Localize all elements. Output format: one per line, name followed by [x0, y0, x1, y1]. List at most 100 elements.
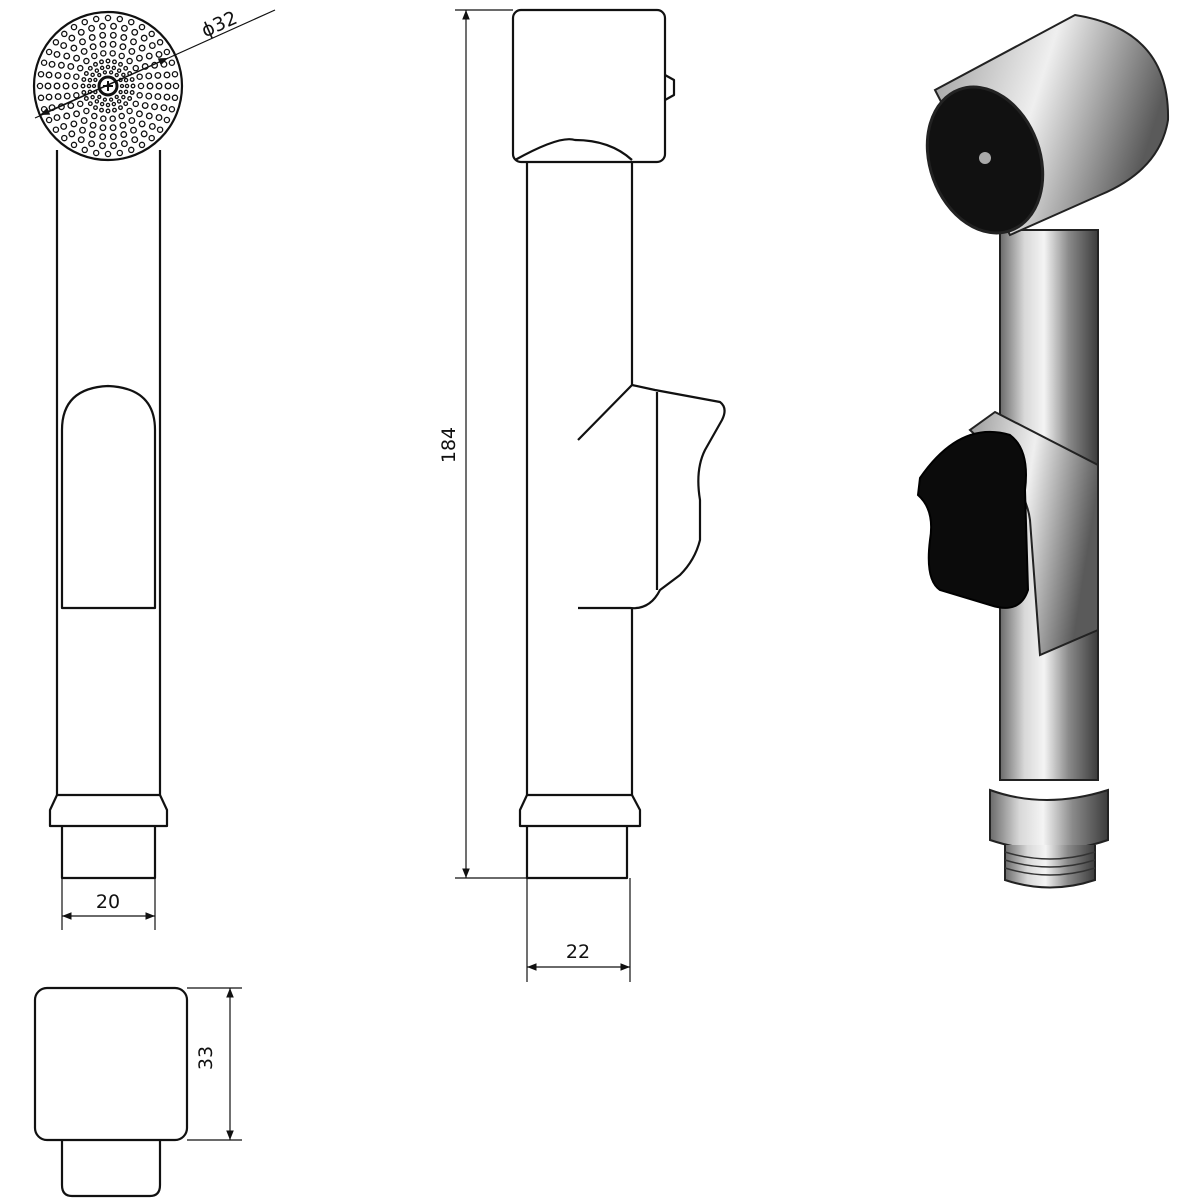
spray-hole — [148, 30, 155, 38]
spray-hole — [45, 93, 53, 101]
spray-hole — [146, 82, 154, 90]
spray-hole — [132, 64, 140, 72]
spray-hole — [89, 121, 97, 129]
side-view: 184 22 — [438, 8, 726, 982]
spray-hole — [87, 77, 93, 83]
spray-hole — [171, 94, 179, 102]
spray-hole — [118, 105, 123, 111]
spray-hole — [63, 52, 71, 60]
spray-hole — [91, 112, 98, 120]
spray-hole — [89, 43, 97, 51]
spray-hole — [37, 70, 45, 78]
spray-hole — [123, 65, 129, 71]
spray-hole — [148, 122, 156, 130]
spray-hole — [99, 31, 107, 39]
spray-hole — [155, 82, 163, 90]
spray-hole — [120, 140, 128, 148]
spray-hole — [77, 28, 85, 36]
spray-hole — [99, 65, 105, 71]
spray-hole — [111, 65, 117, 71]
spray-hole — [154, 93, 162, 101]
spray-hole — [129, 90, 135, 95]
spray-hole — [156, 39, 164, 46]
spray-hole — [61, 30, 68, 38]
spray-hole — [163, 93, 171, 101]
spray-hole — [54, 71, 62, 79]
spray-hole — [93, 61, 98, 67]
bottom-view: 33 — [33, 986, 242, 1198]
spray-hole — [138, 44, 146, 52]
spray-hole — [135, 54, 143, 62]
spray-hole — [129, 77, 135, 82]
depth-33-label: 33 — [195, 1046, 217, 1070]
spray-hole — [97, 72, 102, 78]
spray-hole — [83, 71, 89, 76]
spray-hole — [104, 14, 112, 22]
spray-hole — [73, 73, 80, 80]
spray-hole — [87, 101, 93, 107]
spray-hole — [126, 57, 133, 65]
spray-hole — [130, 126, 137, 134]
spray-hole — [151, 103, 159, 111]
spray-hole — [109, 50, 116, 57]
spray-hole — [100, 115, 107, 122]
spray-hole — [171, 70, 179, 78]
spray-hole — [118, 112, 125, 120]
spray-hole — [73, 110, 81, 118]
spray-hole — [155, 114, 163, 122]
spray-hole — [148, 134, 155, 142]
spray-hole — [104, 150, 112, 158]
spray-hole — [79, 38, 86, 46]
front-view: ϕ32 20 — [32, 7, 276, 930]
spray-hole — [54, 93, 62, 101]
spray-hole — [88, 34, 96, 41]
spray-hole — [53, 114, 61, 122]
spray-hole — [116, 15, 124, 23]
spray-hole — [63, 72, 71, 80]
spray-hole — [68, 130, 76, 138]
spray-hole — [105, 108, 111, 114]
side-body — [525, 162, 634, 795]
spray-hole — [138, 23, 146, 31]
spray-hole — [53, 50, 61, 58]
isometric-render — [916, 13, 1170, 889]
spray-hole — [99, 59, 104, 65]
spray-hole — [123, 101, 129, 107]
spray-hole — [105, 58, 111, 64]
spray-hole — [116, 68, 122, 73]
spray-hole — [156, 126, 164, 133]
spray-hole — [109, 115, 116, 122]
spray-hole — [77, 136, 85, 144]
diameter-label: ϕ32 — [198, 7, 240, 42]
spray-hole — [73, 92, 80, 99]
spray-hole — [109, 124, 117, 132]
spray-hole — [57, 61, 65, 69]
spray-hole — [132, 100, 140, 108]
spray-hole — [92, 15, 100, 23]
spray-hole — [100, 50, 107, 57]
spray-hole — [119, 83, 125, 89]
spray-hole — [105, 102, 111, 108]
spray-hole — [154, 71, 162, 79]
spray-hole — [124, 83, 130, 89]
spray-hole — [45, 48, 53, 56]
spray-hole — [73, 54, 81, 62]
spray-hole — [81, 146, 88, 154]
spray-hole — [53, 82, 61, 90]
spray-hole — [93, 77, 98, 83]
spray-hole — [118, 52, 125, 60]
spray-hole — [168, 106, 176, 113]
spray-hole — [44, 82, 52, 90]
spray-hole — [83, 107, 90, 115]
spray-hole — [88, 131, 96, 138]
spray-hole — [163, 48, 171, 56]
render-collar — [989, 788, 1109, 851]
spray-hole — [40, 106, 48, 113]
spray-hole — [112, 59, 117, 65]
spray-hole — [127, 96, 133, 101]
spray-hole — [109, 133, 117, 141]
spray-hole — [45, 71, 53, 79]
spray-hole — [108, 97, 114, 102]
spray-hole — [148, 42, 156, 50]
